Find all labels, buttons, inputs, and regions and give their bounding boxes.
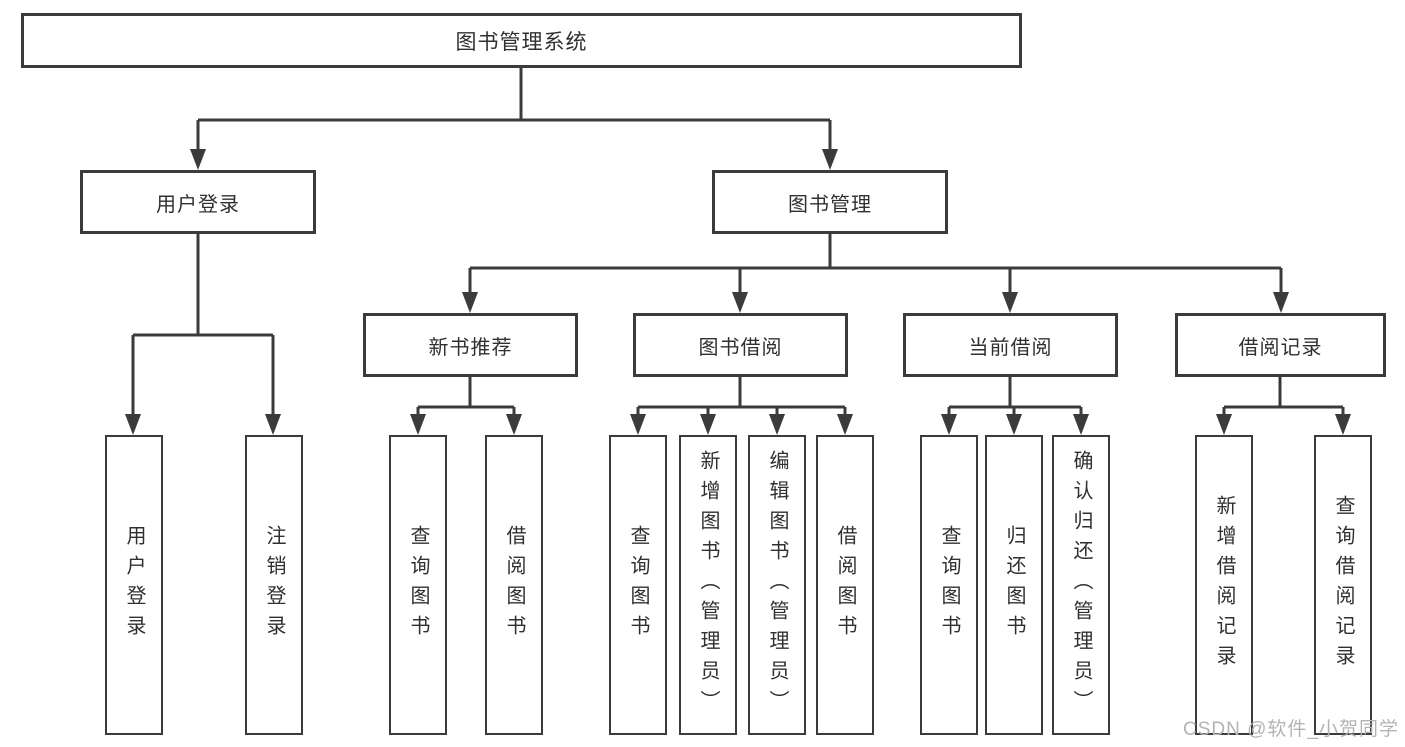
leaf-label: 编辑图书（管理员） bbox=[766, 450, 788, 720]
leaf-label: 查询图书 bbox=[627, 525, 649, 645]
node-label: 当前借阅 bbox=[968, 336, 1053, 359]
arrowhead bbox=[462, 292, 478, 313]
arrowhead bbox=[769, 414, 785, 435]
node-book-management: 图书管理 bbox=[712, 170, 948, 234]
leaf-label: 借阅图书 bbox=[834, 525, 856, 645]
leaf-label: 新增图书（管理员） bbox=[697, 450, 719, 720]
node-user-login: 用户登录 bbox=[80, 170, 316, 234]
leaf-label: 确认归还（管理员） bbox=[1070, 450, 1092, 720]
leaf-label: 归还图书 bbox=[1003, 525, 1025, 645]
arrowhead bbox=[1002, 292, 1018, 313]
leaf-label: 查询图书 bbox=[938, 525, 960, 645]
arrowhead bbox=[700, 414, 716, 435]
leaf-label: 注销登录 bbox=[263, 525, 285, 645]
leaf-query-book-3: 查询图书 bbox=[920, 435, 978, 735]
node-root-label: 图书管理系统 bbox=[455, 30, 588, 54]
leaf-label: 查询图书 bbox=[407, 525, 429, 645]
node-label: 图书管理 bbox=[788, 193, 872, 216]
node-root: 图书管理系统 bbox=[21, 13, 1022, 68]
arrowhead bbox=[1006, 414, 1022, 435]
leaf-edit-book-admin: 编辑图书（管理员） bbox=[748, 435, 806, 735]
leaf-confirm-return-admin: 确认归还（管理员） bbox=[1052, 435, 1110, 735]
leaf-query-book-2: 查询图书 bbox=[609, 435, 667, 735]
node-label: 新书推荐 bbox=[428, 336, 513, 359]
leaf-label: 借阅图书 bbox=[503, 525, 525, 645]
node-book-borrow: 图书借阅 bbox=[633, 313, 848, 377]
node-new-book-recommend: 新书推荐 bbox=[363, 313, 578, 377]
arrowhead bbox=[410, 414, 426, 435]
node-borrow-record: 借阅记录 bbox=[1175, 313, 1386, 377]
leaf-borrow-book-2: 借阅图书 bbox=[816, 435, 874, 735]
leaf-borrow-book-1: 借阅图书 bbox=[485, 435, 543, 735]
leaf-logout: 注销登录 bbox=[245, 435, 303, 735]
arrowhead bbox=[1216, 414, 1232, 435]
arrowhead bbox=[732, 292, 748, 313]
arrowhead bbox=[1073, 414, 1089, 435]
leaf-label: 查询借阅记录 bbox=[1332, 495, 1354, 675]
arrowhead bbox=[1335, 414, 1351, 435]
arrowhead bbox=[630, 414, 646, 435]
leaf-add-book-admin: 新增图书（管理员） bbox=[679, 435, 737, 735]
arrowhead bbox=[265, 414, 281, 435]
node-label: 图书借阅 bbox=[698, 336, 783, 359]
leaf-query-borrow-record: 查询借阅记录 bbox=[1314, 435, 1372, 735]
arrowhead bbox=[822, 149, 838, 170]
leaf-return-book: 归还图书 bbox=[985, 435, 1043, 735]
leaf-add-borrow-record: 新增借阅记录 bbox=[1195, 435, 1253, 735]
leaf-label: 用户登录 bbox=[123, 525, 145, 645]
node-label: 借阅记录 bbox=[1238, 336, 1323, 359]
leaf-label: 新增借阅记录 bbox=[1213, 495, 1235, 675]
node-label: 用户登录 bbox=[156, 193, 240, 216]
arrowhead bbox=[190, 149, 206, 170]
leaf-query-book-1: 查询图书 bbox=[389, 435, 447, 735]
arrowhead bbox=[125, 414, 141, 435]
leaf-user-login: 用户登录 bbox=[105, 435, 163, 735]
arrowhead bbox=[941, 414, 957, 435]
arrowhead bbox=[1273, 292, 1289, 313]
csdn-watermark: CSDN @软件_小贺同学 bbox=[1183, 719, 1399, 740]
arrowhead bbox=[837, 414, 853, 435]
arrowhead bbox=[506, 414, 522, 435]
node-current-borrow: 当前借阅 bbox=[903, 313, 1118, 377]
